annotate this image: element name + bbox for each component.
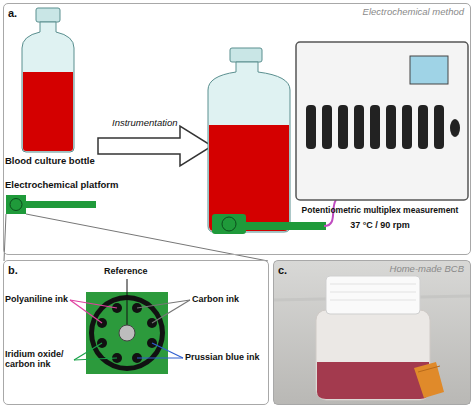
electrode-strip: [6, 195, 96, 214]
annotation-label: Polyaniline ink: [5, 294, 68, 304]
annotation-label: Potentiometric multiplex measurement: [288, 206, 472, 216]
annotation-label: Reference: [104, 266, 148, 276]
culture-bottle: [22, 8, 74, 152]
panel-box: c. Home-made BCB: [273, 260, 471, 405]
process-arrow: [98, 126, 212, 166]
annotation-label: Instrumentation: [112, 118, 177, 129]
zoom-line: [26, 214, 268, 261]
panel-subtitle: Home-made BCB: [390, 264, 464, 275]
leader-lines: [70, 300, 190, 360]
annotation-label: Iridium oxide/ carbon ink: [5, 349, 77, 370]
bottle-photo: [274, 261, 470, 404]
potentiostat: [296, 42, 468, 200]
panel-letter: c.: [278, 264, 287, 277]
electrode-layout: [86, 279, 168, 374]
annotation-label: Blood culture bottle: [5, 156, 95, 167]
annotation-label: Electrochemical platform: [5, 180, 119, 191]
panel-box: a. Electrochemical method: [3, 3, 471, 255]
annotation-label: Prussian blue ink: [185, 352, 260, 362]
annotation-label: 37 °C / 90 rpm: [288, 220, 472, 230]
zoom-line: [4, 214, 6, 261]
annotation-label: Carbon ink: [192, 294, 239, 304]
panel-box: b.: [3, 260, 269, 405]
panel-letter: a.: [8, 7, 17, 20]
panel-letter: b.: [8, 264, 18, 277]
panel-subtitle: Electrochemical method: [363, 7, 464, 18]
